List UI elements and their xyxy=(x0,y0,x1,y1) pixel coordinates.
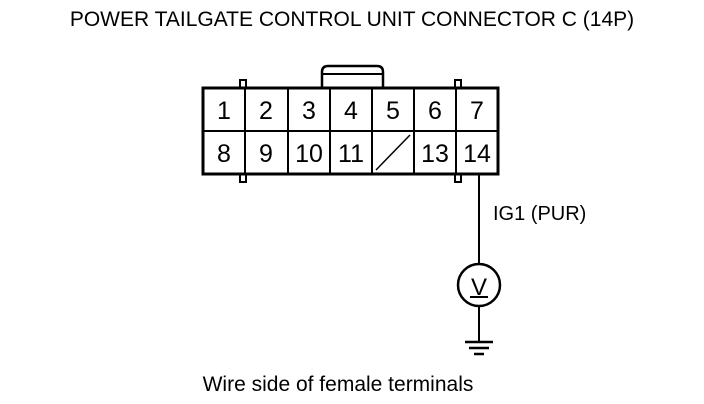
terminal-7: 7 xyxy=(470,97,484,125)
terminal-5: 5 xyxy=(386,97,400,125)
diagram-caption: Wire side of female terminals xyxy=(203,373,474,396)
terminal-10: 10 xyxy=(295,140,323,168)
terminal-1: 1 xyxy=(217,97,231,125)
ground-icon xyxy=(465,340,493,356)
terminal-13: 13 xyxy=(421,140,449,168)
wire-label: IG1 (PUR) xyxy=(493,203,586,225)
terminal-6: 6 xyxy=(428,97,442,125)
terminal-9: 9 xyxy=(259,140,273,168)
unused-terminal-slash xyxy=(375,134,411,171)
terminal-4: 4 xyxy=(344,97,358,125)
voltmeter-symbol: V xyxy=(471,274,487,301)
terminal-8: 8 xyxy=(217,140,231,168)
connector-latch xyxy=(320,64,385,88)
diagram-title: POWER TAILGATE CONTROL UNIT CONNECTOR C … xyxy=(70,8,634,31)
terminal-3: 3 xyxy=(302,97,316,125)
voltmeter-icon: V xyxy=(456,262,502,308)
terminal-14: 14 xyxy=(463,140,491,168)
terminal-11: 11 xyxy=(338,140,364,168)
terminal-2: 2 xyxy=(259,97,273,125)
